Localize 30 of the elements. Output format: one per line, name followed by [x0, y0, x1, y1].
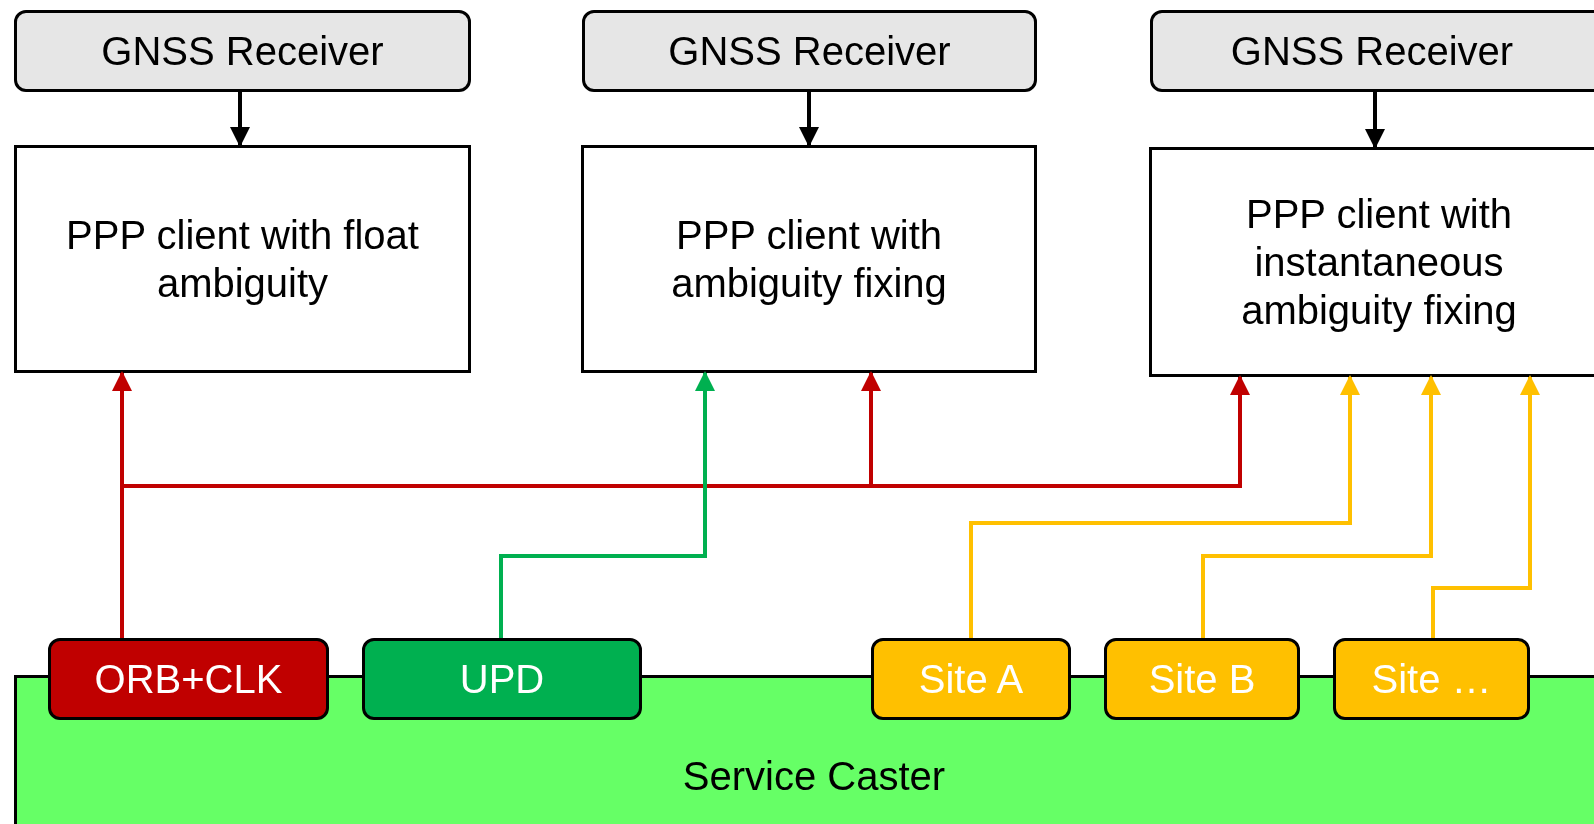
arrow — [1201, 375, 1441, 638]
node-label: GNSS Receiver — [668, 28, 951, 75]
node-label: PPP client with float ambiguity — [65, 212, 420, 307]
receiver-box — [582, 10, 1037, 92]
arrow — [230, 92, 250, 147]
node-label: Site B — [1148, 656, 1256, 703]
receiver-box — [14, 10, 471, 92]
node-label: ORB+CLK — [94, 656, 283, 703]
node-label: PPP client with instantaneous ambiguity fixing — [1240, 191, 1518, 334]
stream-box — [871, 638, 1071, 720]
node-label: Service Caster — [682, 753, 946, 800]
node-label: GNSS Receiver — [1230, 28, 1514, 75]
stream-box — [1333, 638, 1530, 720]
stream-box — [1104, 638, 1300, 720]
arrow — [799, 92, 819, 147]
client-box — [581, 145, 1037, 373]
node-label: UPD — [459, 656, 545, 703]
node-label: PPP client with ambiguity fixing — [670, 212, 948, 307]
arrow — [1431, 375, 1540, 638]
stream-box — [362, 638, 642, 720]
client-box — [1149, 147, 1594, 377]
node-label: Site … — [1371, 656, 1492, 703]
arrow — [499, 371, 715, 638]
arrow — [969, 375, 1360, 638]
arrow — [1365, 92, 1385, 149]
node-label: GNSS Receiver — [101, 28, 384, 75]
stream-box — [48, 638, 329, 720]
receiver-box — [1150, 10, 1594, 92]
node-label: Site A — [918, 656, 1024, 703]
client-box — [14, 145, 471, 373]
